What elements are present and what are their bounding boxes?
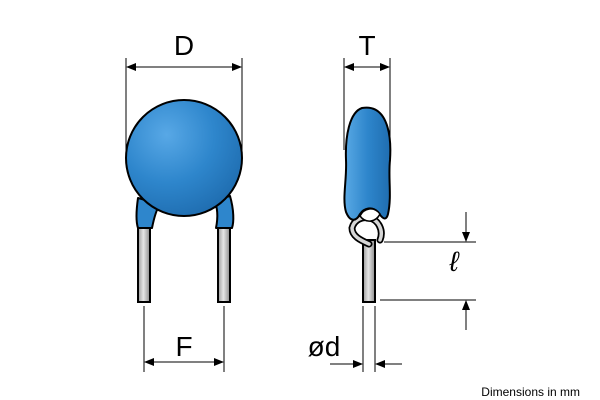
front-view [125,99,243,303]
front-disc-body [125,99,243,217]
label-D: D [174,30,194,61]
dimension-lines [125,58,476,372]
side-view [343,106,392,303]
side-body [343,106,392,221]
side-lead [362,239,376,303]
front-lead-right [217,221,231,303]
label-d: ød [308,331,341,362]
label-l: ℓ [448,246,460,277]
front-lead-left [137,221,151,303]
label-F: F [175,331,192,362]
note-units: Dimensions in mm [481,385,580,399]
label-T: T [358,30,375,61]
